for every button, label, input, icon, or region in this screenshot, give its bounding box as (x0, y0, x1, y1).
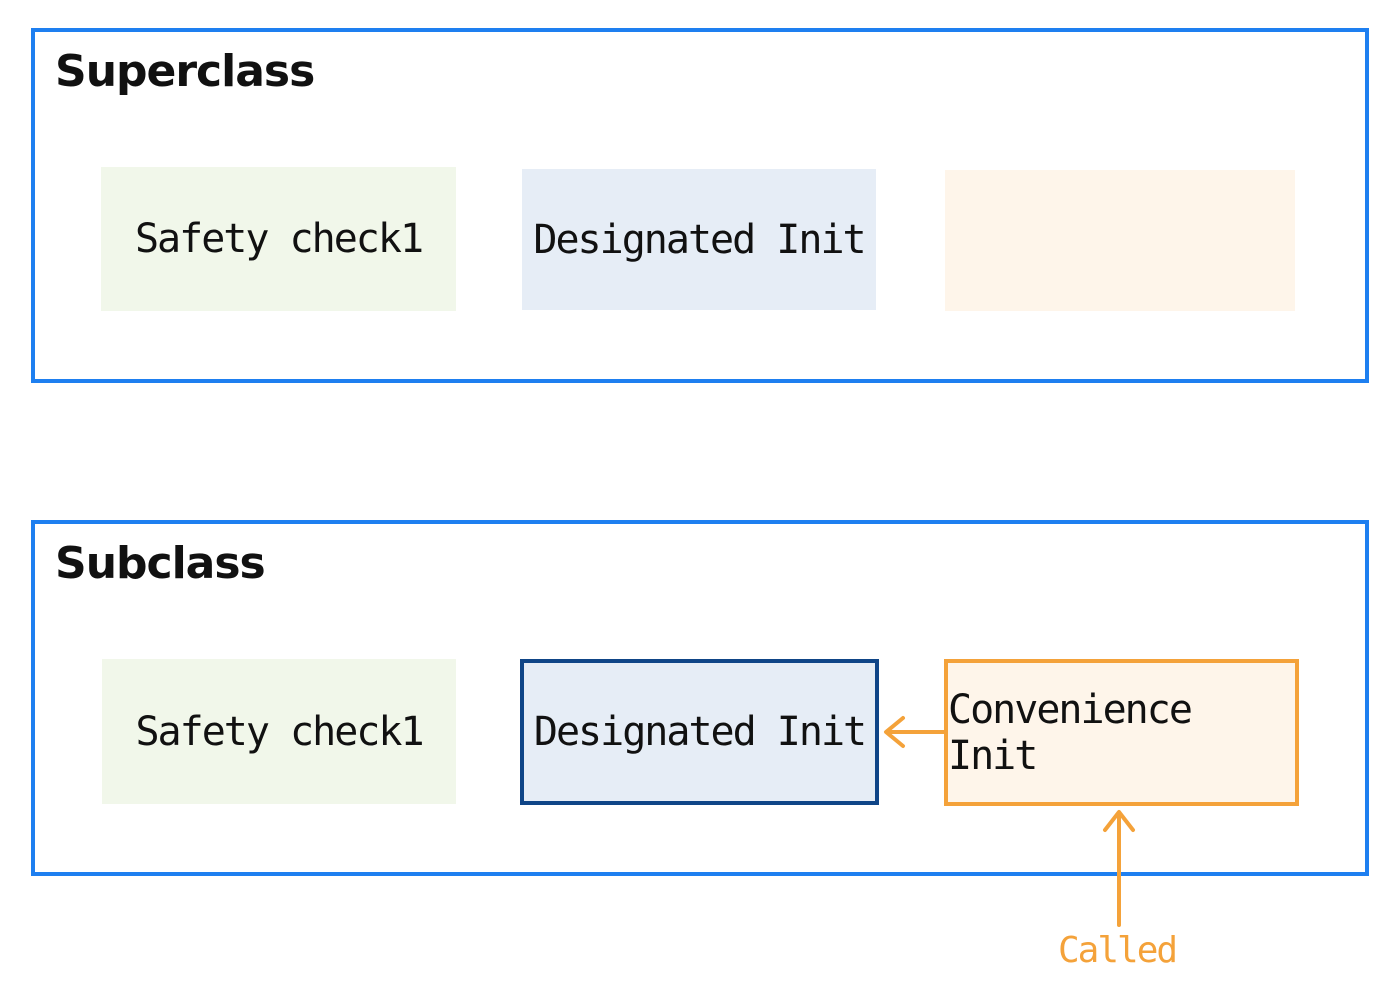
subclass-frame: Subclass (31, 520, 1369, 876)
subclass-safety-check-box: Safety check1 (102, 659, 456, 804)
superclass-safety-check-box: Safety check1 (101, 167, 456, 311)
superclass-designated-init-box: Designated Init (522, 169, 876, 310)
subclass-designated-init-box: Designated Init (520, 659, 879, 805)
superclass-convenience-init-box (945, 170, 1295, 311)
superclass-title: Superclass (55, 46, 315, 97)
superclass-frame: Superclass (31, 28, 1369, 383)
subclass-title: Subclass (55, 538, 266, 589)
called-label: Called (1058, 930, 1178, 971)
called-arrowhead (1103, 810, 1135, 832)
delegation-arrowhead (884, 716, 905, 748)
subclass-convenience-init-box: Convenience Init (944, 659, 1299, 806)
